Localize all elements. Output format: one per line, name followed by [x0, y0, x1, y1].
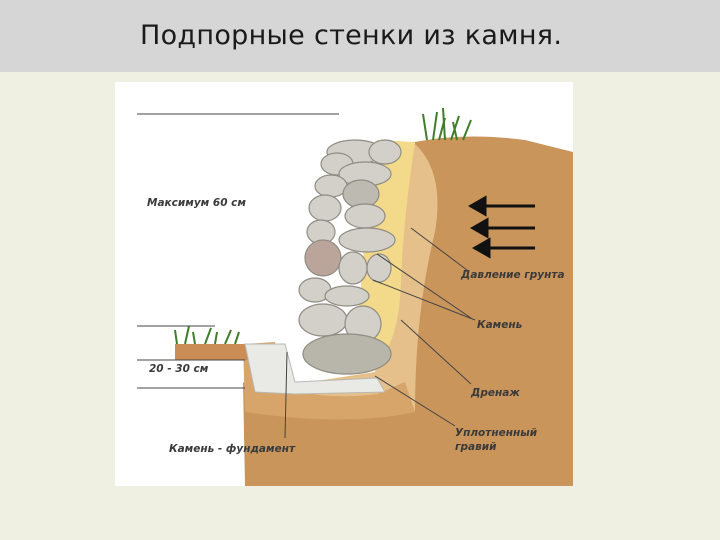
- stone: [338, 251, 368, 285]
- stone: [366, 253, 392, 283]
- stone: [368, 139, 402, 165]
- dimension-lines: [137, 113, 339, 389]
- leader-lines: [284, 227, 476, 439]
- grass-left: [174, 325, 240, 345]
- stone-wall: [298, 139, 402, 375]
- label-gravel-line1: Уплотненный: [455, 427, 538, 439]
- label-drainage: Дренаж: [470, 387, 520, 399]
- stone: [302, 333, 392, 375]
- stone: [344, 203, 386, 229]
- grass-top: [422, 107, 472, 141]
- label-soil-pressure: Давление грунта: [460, 269, 565, 281]
- label-gravel-line2: гравий: [455, 441, 497, 453]
- slide-title: Подпорные стенки из камня.: [140, 20, 563, 51]
- stone: [324, 285, 370, 307]
- retaining-wall-diagram: Максимум 60 см 20 - 30 см Давление грунт…: [115, 82, 573, 486]
- soil-mass: [243, 136, 573, 486]
- label-max-height: Максимум 60 см: [147, 197, 246, 209]
- pressure-arrows: [467, 195, 535, 259]
- label-stone: Камень: [477, 319, 523, 331]
- stone: [298, 303, 348, 337]
- stone: [304, 239, 342, 277]
- diagram-svg: Максимум 60 см 20 - 30 см Давление грунт…: [137, 107, 573, 486]
- stone: [308, 194, 342, 222]
- stone: [338, 227, 396, 253]
- label-depth: 20 - 30 см: [149, 363, 209, 375]
- label-foundation: Камень - фундамент: [169, 443, 296, 455]
- stone: [314, 174, 348, 198]
- title-bar: Подпорные стенки из камня.: [0, 0, 720, 72]
- gravel-foundation: [244, 343, 386, 395]
